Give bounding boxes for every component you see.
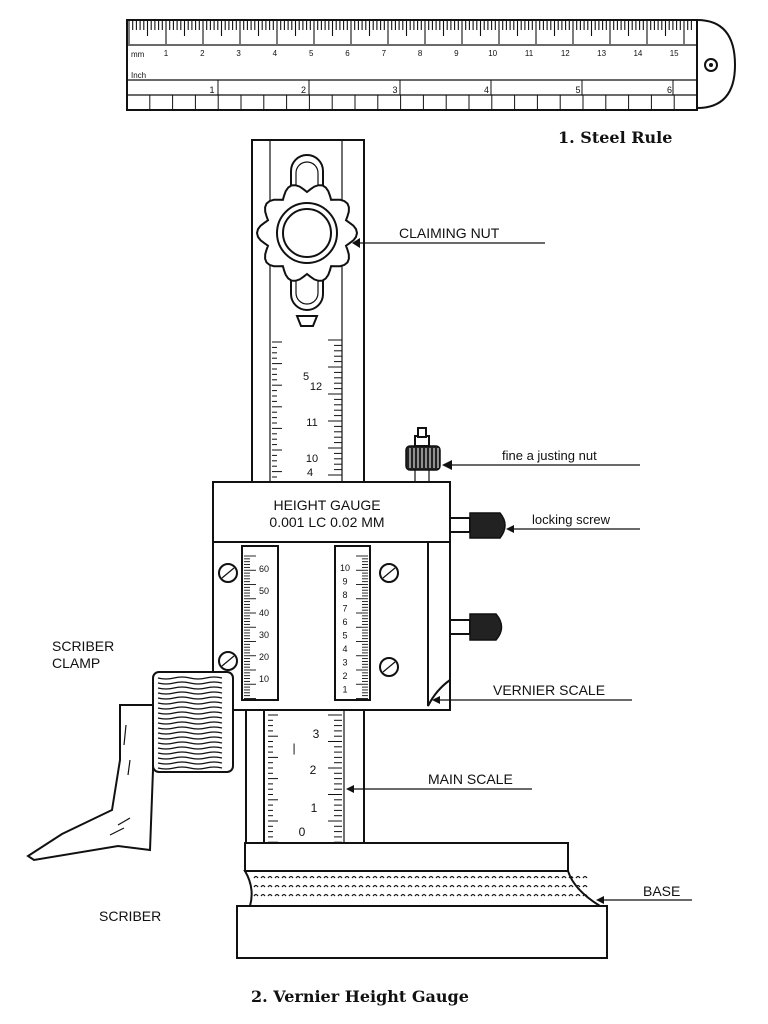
vernier-right-number: 4 [342, 644, 347, 654]
vernier-numbers: 60 50 40 30 20 10 10 9 8 7 6 5 4 3 2 1 [259, 563, 350, 695]
mm-number: 12 [561, 49, 570, 58]
height-gauge-caption: 2. Vernier Height Gauge [251, 987, 469, 1006]
vernier-right-number: 7 [342, 604, 347, 614]
mm-number: 4 [273, 49, 278, 58]
inch-number: 5 [575, 85, 580, 95]
main-scale-number: 0 [299, 825, 306, 839]
label-main-scale: MAIN SCALE [428, 771, 513, 787]
label-clamping-nut: CLAIMING NUT [399, 225, 500, 241]
steel-rule-end [696, 19, 737, 109]
steel-rule-caption: 1. Steel Rule [558, 128, 672, 147]
vernier-left-number: 40 [259, 608, 269, 618]
steel-rule-body [126, 19, 698, 111]
main-scale-mark: | [292, 741, 295, 755]
vernier-right-number: 3 [342, 658, 347, 668]
label-base: BASE [643, 883, 680, 899]
label-scriber: SCRIBER [99, 908, 161, 924]
gauge-base [236, 842, 608, 959]
scriber-clamp-icon [152, 671, 234, 773]
mm-number: 7 [382, 49, 387, 58]
vernier-right-number: 1 [342, 685, 347, 695]
clamp-stop [295, 315, 319, 327]
mm-ticks [128, 20, 692, 44]
mm-number: 14 [633, 49, 642, 58]
vernier-right-number: 10 [340, 563, 350, 573]
label-scriber-clamp-line2: CLAMP [52, 655, 100, 671]
leader-lines [346, 238, 692, 904]
mm-number: 1 [164, 49, 169, 58]
label-fine-adjusting-nut: fine a justing nut [502, 448, 597, 463]
vernier-left-number: 20 [259, 652, 269, 662]
slider-plate-line1: HEIGHT GAUGE [273, 497, 380, 513]
inch-grid [126, 80, 698, 110]
vernier-right-number: 9 [342, 577, 347, 587]
inch-number: 2 [301, 85, 306, 95]
mm-number: 5 [309, 49, 314, 58]
vernier-right-number: 6 [342, 617, 347, 627]
vernier-right-number: 5 [342, 631, 347, 641]
vernier-left-number: 10 [259, 674, 269, 684]
label-vernier-scale: VERNIER SCALE [493, 682, 605, 698]
mm-number: 10 [488, 49, 497, 58]
label-scriber-clamp-line1: SCRIBER [52, 638, 114, 654]
steel-rule-hole-icon [704, 58, 718, 72]
upper-beam-numbers: 512 11 10 4 [303, 371, 322, 479]
inch-number: 1 [209, 85, 214, 95]
mm-number: 9 [454, 49, 459, 58]
main-scale-numbers: 3 2 10 | [292, 727, 319, 839]
mm-number: 13 [597, 49, 606, 58]
main-scale-number: 3 [313, 727, 320, 741]
main-scale-ticks [268, 714, 342, 843]
upper-beam-number: 11 [306, 417, 317, 429]
mm-number: 8 [418, 49, 423, 58]
upper-beam-number: 5 [303, 371, 309, 383]
main-scale-number: 2 [310, 763, 317, 777]
inch-number: 4 [484, 85, 489, 95]
inch-number: 6 [667, 85, 672, 95]
fine-adjusting-nut-icon [405, 427, 441, 482]
upper-beam-number: 10 [306, 453, 318, 465]
mm-number: 11 [525, 49, 534, 58]
mm-number: 15 [670, 49, 679, 58]
inch-number: 3 [392, 85, 397, 95]
inch-unit-label: Inch [131, 71, 146, 80]
mm-number: 2 [200, 49, 205, 58]
scriber-icon [26, 704, 154, 862]
main-scale-number: 1 [311, 801, 318, 815]
upper-beam-ticks [272, 339, 342, 478]
slider-plate-line2: 0.001 LC 0.02 MM [269, 514, 384, 530]
mm-unit-label: mm [131, 50, 145, 59]
upper-beam-number: 12 [310, 381, 322, 393]
vernier-right-number: 8 [342, 590, 347, 600]
vernier-left-number: 50 [259, 586, 269, 596]
label-locking-screw: locking screw [532, 512, 611, 527]
slot-screw-icon [218, 563, 399, 677]
locking-screw-icon [449, 512, 506, 641]
mm-number: 6 [345, 49, 350, 58]
vernier-left-number: 30 [259, 630, 269, 640]
upper-beam-number: 4 [307, 467, 313, 479]
inch-numbers: 1 2 3 4 5 6 [209, 85, 672, 95]
vernier-left-number: 60 [259, 564, 269, 574]
vernier-right-number: 2 [342, 671, 347, 681]
vernier-ticks [244, 555, 368, 699]
mm-number: 3 [236, 49, 241, 58]
